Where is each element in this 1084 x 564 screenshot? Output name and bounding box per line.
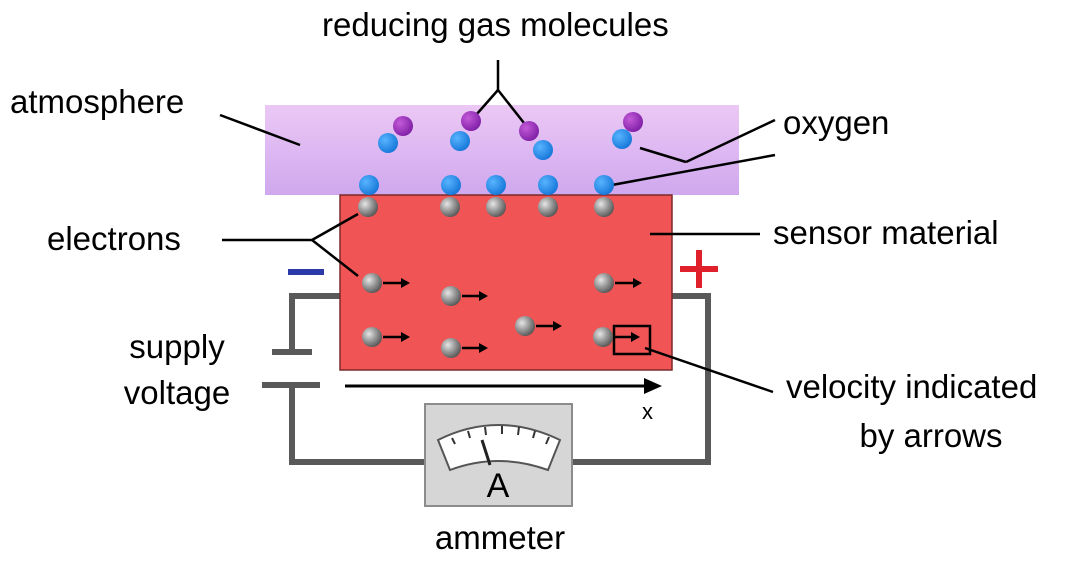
atmosphere-label: atmosphere: [10, 83, 185, 120]
reducing-gas-molecule: [623, 112, 643, 132]
oxygen-molecule: [441, 175, 461, 195]
velocity-arrowhead: [401, 332, 410, 342]
oxygen-label: oxygen: [783, 104, 890, 141]
moving-electrons: [362, 273, 642, 358]
velocity-arrowhead: [479, 291, 488, 301]
supply-voltage-label-line2: voltage: [123, 374, 231, 411]
surface-electrons: [358, 197, 614, 217]
oxygen-molecule: [450, 131, 470, 151]
oxygen-molecule: [538, 175, 558, 195]
leader-lines: [219, 60, 776, 394]
ammeter-needle: [480, 439, 492, 466]
velocity-label-line1: velocity indicated: [786, 368, 1038, 405]
velocity-arrowhead: [553, 321, 562, 331]
velocity-arrowhead: [479, 343, 488, 353]
oxygen-molecule: [486, 175, 506, 195]
oxygen-molecules: [359, 129, 632, 195]
oxygen-molecule: [359, 175, 379, 195]
electron: [362, 327, 382, 347]
reducing-gas-molecule: [461, 111, 481, 131]
electron: [440, 197, 460, 217]
sensor-material-label: sensor material: [773, 214, 999, 251]
electrons-label: electrons: [47, 220, 181, 257]
electron: [593, 327, 613, 347]
x-axis-arrowhead: [644, 378, 662, 394]
plus-sign: [680, 250, 718, 288]
reducing-gas-label: reducing gas molecules: [322, 6, 669, 43]
velocity-arrowhead: [631, 332, 640, 342]
velocity-arrowhead: [401, 278, 410, 288]
oxygen-molecule: [533, 140, 553, 160]
electron: [441, 338, 461, 358]
supply-voltage-label-line1: supply: [129, 328, 225, 365]
electron: [358, 197, 378, 217]
electron: [515, 316, 535, 336]
electron: [441, 286, 461, 306]
reducing-gas-molecule: [393, 116, 413, 136]
electron: [594, 197, 614, 217]
velocity-arrowhead: [633, 278, 642, 288]
velocity-highlight-box: [612, 324, 652, 356]
electron: [594, 273, 614, 293]
electron: [362, 273, 382, 293]
reducing-gas-molecules: [393, 111, 643, 141]
ammeter-unit-label: A: [486, 467, 510, 505]
ammeter-ticks: [451, 426, 550, 445]
x-axis-label: x: [642, 399, 653, 424]
oxygen-molecule: [612, 129, 632, 149]
electron: [486, 197, 506, 217]
oxygen-molecule: [594, 175, 614, 195]
circuit-wires: [289, 293, 711, 465]
reducing-gas-molecule: [519, 121, 539, 141]
velocity-label-line2: by arrows: [859, 417, 1003, 454]
ammeter-label: ammeter: [434, 519, 566, 556]
electron: [538, 197, 558, 217]
oxygen-molecule: [378, 133, 398, 153]
minus-sign: [288, 269, 324, 275]
